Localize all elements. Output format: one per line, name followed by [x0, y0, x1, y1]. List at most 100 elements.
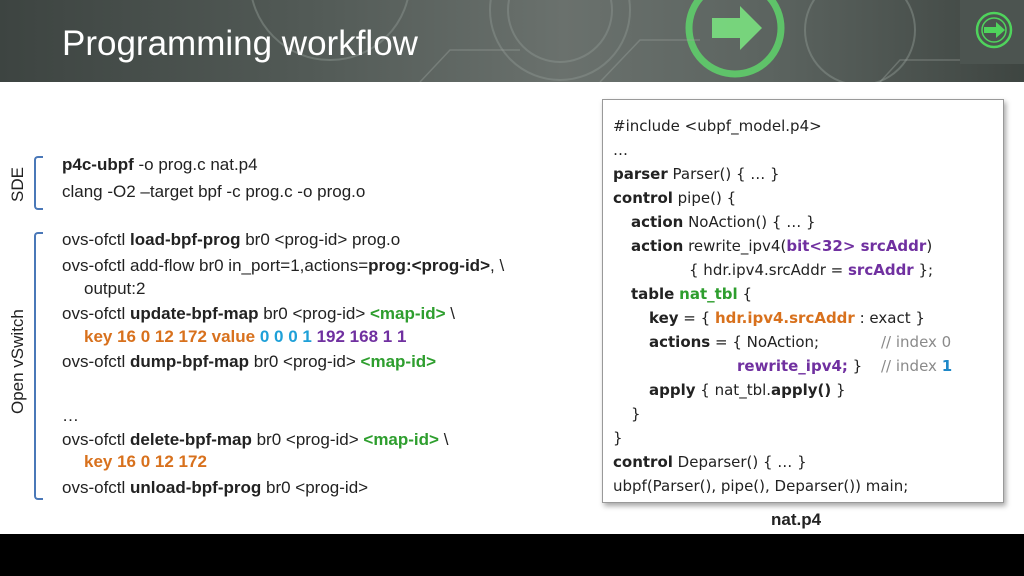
- code-text: }: [831, 381, 846, 399]
- command-name: dump-bpf-map: [130, 352, 250, 371]
- code-keyword: action: [631, 213, 684, 231]
- code-keyword: action: [631, 237, 684, 255]
- code-text: { hdr.ipv4.srcAddr =: [689, 261, 848, 279]
- ovs-command-update-map-cont: key 16 0 12 172 value 0 0 0 1 192 168 1 …: [84, 327, 406, 347]
- command-prefix: ovs-ofctl: [62, 430, 131, 449]
- command-name: unload-bpf-prog: [130, 478, 262, 497]
- command-args: , \: [490, 256, 505, 275]
- sde-label: SDE: [8, 167, 27, 202]
- code-comment: // index 1: [881, 357, 952, 375]
- code-field: hdr.ipv4.srcAddr: [714, 309, 855, 327]
- sde-command-clang: clang -O2 –target bpf -c prog.c -o prog.…: [62, 182, 366, 201]
- code-text: pipe() {: [672, 189, 737, 207]
- code-text: rewrite_ipv4(: [683, 237, 787, 255]
- command-prefix: ovs-ofctl: [62, 230, 131, 249]
- command-prefix: ovs-ofctl: [62, 478, 131, 497]
- code-keyword: actions: [649, 333, 711, 351]
- code-line: }: [631, 405, 641, 423]
- code-text: = { NoAction;: [710, 333, 820, 351]
- code-text: NoAction() { … }: [683, 213, 816, 231]
- command-name: update-bpf-map: [130, 304, 259, 323]
- code-keyword: parser: [613, 165, 668, 183]
- code-table-name: nat_tbl: [679, 285, 738, 303]
- code-line: apply { nat_tbl.apply() }: [649, 381, 846, 399]
- code-param: srcAddr: [848, 261, 914, 279]
- command-action: prog:<prog-id>: [368, 256, 490, 275]
- code-line: ubpf(Parser(), pipe(), Deparser()) main;: [613, 477, 909, 495]
- slide-title: Programming workflow: [62, 24, 418, 63]
- map-id: <map-id>: [360, 352, 437, 371]
- command-args: br0 <prog-id> prog.o: [240, 230, 401, 249]
- command-name: delete-bpf-map: [130, 430, 252, 449]
- ovs-command-unload: ovs-ofctl unload-bpf-prog br0 <prog-id>: [62, 478, 368, 498]
- code-line: control pipe() {: [613, 189, 736, 207]
- banner-decoration: [251, 0, 1024, 82]
- footer-bar: [0, 534, 1024, 576]
- title-banner: Programming workflow: [0, 0, 1024, 82]
- code-line: control Deparser() { … }: [613, 453, 807, 471]
- code-line: }: [613, 429, 623, 447]
- p4-code-box: #include <ubpf_model.p4> … parser Parser…: [602, 99, 1004, 503]
- code-line: table nat_tbl {: [631, 285, 752, 303]
- code-text: : exact }: [854, 309, 925, 327]
- map-key: key 16 0 12 172: [84, 452, 207, 471]
- map-id: <map-id>: [369, 304, 446, 323]
- ovs-label: Open vSwitch: [8, 309, 27, 414]
- command-args: -o prog.c nat.p4: [133, 155, 258, 174]
- ovs-ellipsis: …: [62, 406, 79, 425]
- code-text: Parser() { … }: [667, 165, 780, 183]
- line-continuation: \: [445, 304, 456, 323]
- command-name: load-bpf-prog: [130, 230, 241, 249]
- code-keyword: table: [631, 285, 675, 303]
- code-line: { hdr.ipv4.srcAddr = srcAddr };: [689, 261, 933, 279]
- command-args: br0 <prog-id>: [261, 478, 369, 497]
- code-call: apply(): [771, 381, 832, 399]
- code-keyword: apply: [649, 381, 696, 399]
- code-text: { nat_tbl.: [695, 381, 772, 399]
- command-prefix: ovs-ofctl: [62, 352, 131, 371]
- command-prefix: ovs-ofctl add-flow br0 in_port=1,actions…: [62, 256, 369, 275]
- code-text: ): [926, 237, 933, 255]
- command-args: br0 <prog-id>: [251, 430, 364, 449]
- code-line: action rewrite_ipv4(bit<32> srcAddr): [631, 237, 932, 255]
- code-text: };: [913, 261, 934, 279]
- code-action: rewrite_ipv4;: [737, 357, 848, 375]
- code-line: key = { hdr.ipv4.srcAddr : exact }: [649, 309, 925, 327]
- comment-text: // index: [881, 357, 942, 375]
- ovs-command-dump-map: ovs-ofctl dump-bpf-map br0 <prog-id> <ma…: [62, 352, 436, 372]
- code-text: }: [847, 357, 863, 375]
- line-continuation: \: [438, 430, 449, 449]
- code-keyword: control: [613, 189, 673, 207]
- value-action-index: 0 0 0 1: [259, 327, 312, 346]
- code-text: = {: [678, 309, 715, 327]
- map-id: <map-id>: [363, 430, 439, 449]
- code-line: parser Parser() { … }: [613, 165, 780, 183]
- code-param: bit<32> srcAddr: [786, 237, 927, 255]
- value-address: 192 168 1 1: [316, 327, 407, 346]
- ovs-command-add-flow: ovs-ofctl add-flow br0 in_port=1,actions…: [62, 256, 504, 276]
- code-keyword: key: [649, 309, 679, 327]
- code-caption: nat.p4: [771, 510, 822, 529]
- ovs-command-load: ovs-ofctl load-bpf-prog br0 <prog-id> pr…: [62, 230, 400, 250]
- ovs-command-add-flow-cont: output:2: [84, 279, 146, 298]
- ovs-command-delete-map-cont: key 16 0 12 172: [84, 452, 207, 472]
- value-keyword: value: [211, 327, 256, 346]
- arrow-circle-icon: [975, 11, 1013, 49]
- command-prefix: ovs-ofctl: [62, 304, 131, 323]
- ovs-command-update-map: ovs-ofctl update-bpf-map br0 <prog-id> <…: [62, 304, 455, 324]
- ovs-command-delete-map: ovs-ofctl delete-bpf-map br0 <prog-id> <…: [62, 430, 448, 450]
- code-line: #include <ubpf_model.p4>: [613, 117, 822, 135]
- command-args: br0 <prog-id>: [249, 352, 361, 371]
- code-keyword: control: [613, 453, 673, 471]
- sde-bracket: [34, 156, 43, 210]
- code-comment: // index 0: [881, 333, 952, 351]
- code-text: Deparser() { … }: [672, 453, 807, 471]
- code-line: rewrite_ipv4; }: [737, 357, 862, 375]
- ovs-bracket: [34, 232, 43, 500]
- code-text: {: [737, 285, 752, 303]
- code-line: …: [613, 141, 628, 159]
- command-args: br0 <prog-id>: [258, 304, 370, 323]
- code-line: action NoAction() { … }: [631, 213, 816, 231]
- comment-index: 1: [941, 357, 953, 375]
- sde-command-compile: p4c-ubpf -o prog.c nat.p4: [62, 155, 258, 175]
